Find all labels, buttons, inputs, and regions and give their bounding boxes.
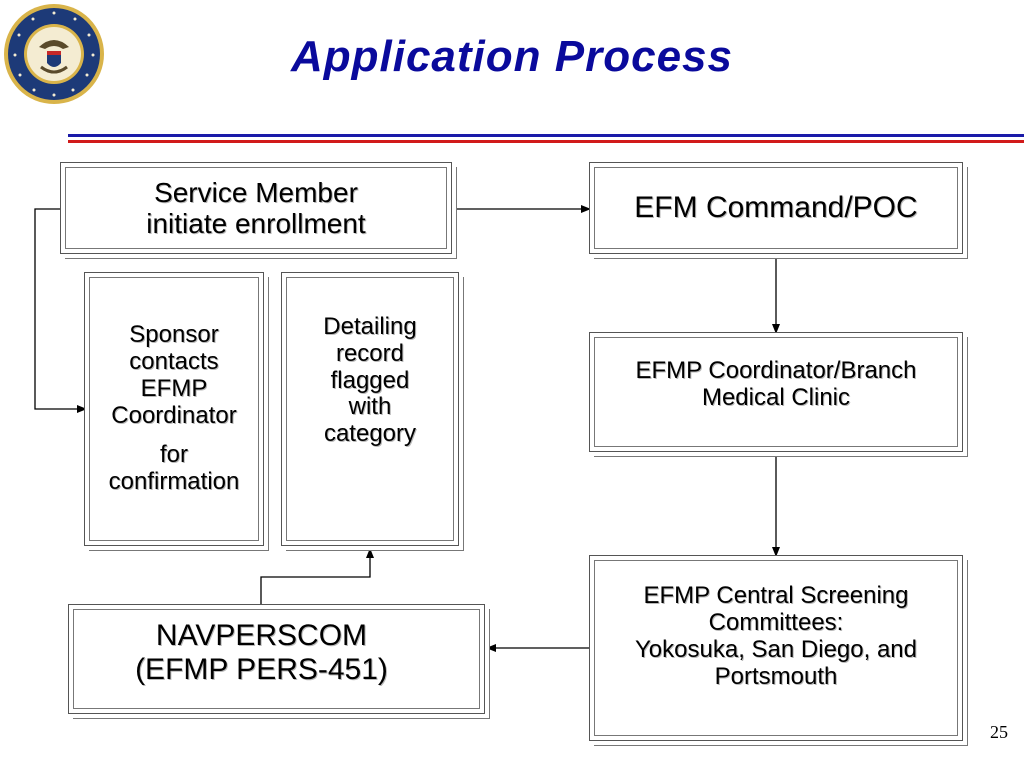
node-detailing-record: Detailing record flagged with category	[281, 272, 459, 546]
slide-title: Application Process	[290, 32, 733, 81]
navy-seal-logo	[3, 3, 105, 105]
node-service-member: Service Member initiate enrollment	[60, 162, 452, 254]
node-text-line: for	[159, 440, 188, 468]
arrow-service-to-sponsor	[34, 208, 87, 413]
node-text-line: Medical Clinic	[701, 384, 851, 411]
node-text-line: record	[335, 339, 404, 367]
node-text-line: Sponsor	[129, 321, 219, 349]
node-efmp-coordinator: EFMP Coordinator/Branch Medical Clinic	[589, 332, 963, 452]
node-text-line: Portsmouth	[714, 662, 838, 690]
node-text-line: EFM Command/POC	[634, 191, 918, 225]
node-text-line: flagged	[330, 366, 410, 394]
node-navperscom: NAVPERSCOM (EFMP PERS-451)	[68, 604, 485, 714]
node-text-line: Coordinator	[111, 402, 237, 429]
node-text-line: initiate enrollment	[146, 208, 366, 239]
node-text-line: EFMP Coordinator/Branch	[635, 357, 917, 385]
node-text-line: confirmation	[108, 467, 240, 495]
node-text-line: (EFMP PERS-451)	[135, 653, 388, 686]
node-text-line: Service Member	[154, 176, 358, 208]
node-text-line: category	[323, 420, 417, 448]
node-text-line: with	[348, 393, 392, 421]
node-text-line: Detailing	[323, 312, 417, 340]
divider-red	[68, 140, 1024, 143]
node-text-line: Yokosuka, San Diego, and	[635, 636, 917, 663]
node-text-line: contacts	[129, 348, 219, 376]
node-text-line: NAVPERSCOM	[155, 619, 368, 653]
node-sponsor-contacts: Sponsor contacts EFMP Coordinator for co…	[84, 272, 264, 546]
page-number: 25	[990, 722, 1008, 742]
node-central-screening: EFMP Central Screening Committees: Yokos…	[589, 555, 963, 741]
arrow-navperscom-to-detailing	[260, 548, 374, 606]
node-text-line: Committees:	[708, 609, 844, 637]
divider-blue	[68, 134, 1024, 137]
node-efm-command: EFM Command/POC	[589, 162, 963, 254]
node-text-line: EFMP Central Screening	[643, 582, 909, 610]
node-text-line: EFMP	[140, 375, 208, 403]
